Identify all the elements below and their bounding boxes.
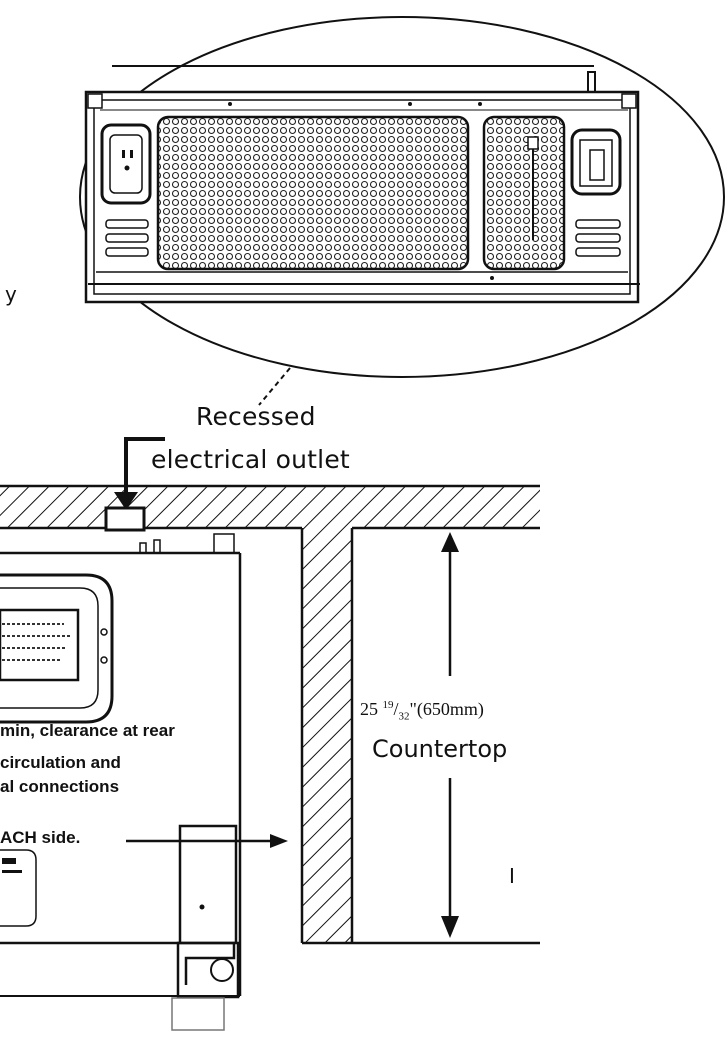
left-edge-fragment: y [5,282,17,306]
height-dimension-arrow [441,532,459,938]
height-dimension-label: 25 19/32"(650mm) [360,694,484,728]
connections-note: al connections [0,777,120,796]
cabinet-hatch-side [302,528,352,943]
rear-panel-detail [84,65,640,304]
microwave-body [0,533,242,1031]
leader-line [258,367,291,406]
outlet-callout-line2: electrical outlet [151,445,350,474]
clearance-arrow [126,834,288,848]
clearance-note: min, clearance at rear [0,721,175,740]
each-side-note: ACH side. [0,828,81,847]
cabinet-hatch-top [0,486,540,528]
recessed-outlet-box [104,506,146,532]
countertop-label: Countertop [372,734,508,764]
circulation-note: circulation and [0,753,121,772]
outlet-callout-line1: Recessed [196,402,316,431]
lower-right-fragment: I [509,864,515,888]
